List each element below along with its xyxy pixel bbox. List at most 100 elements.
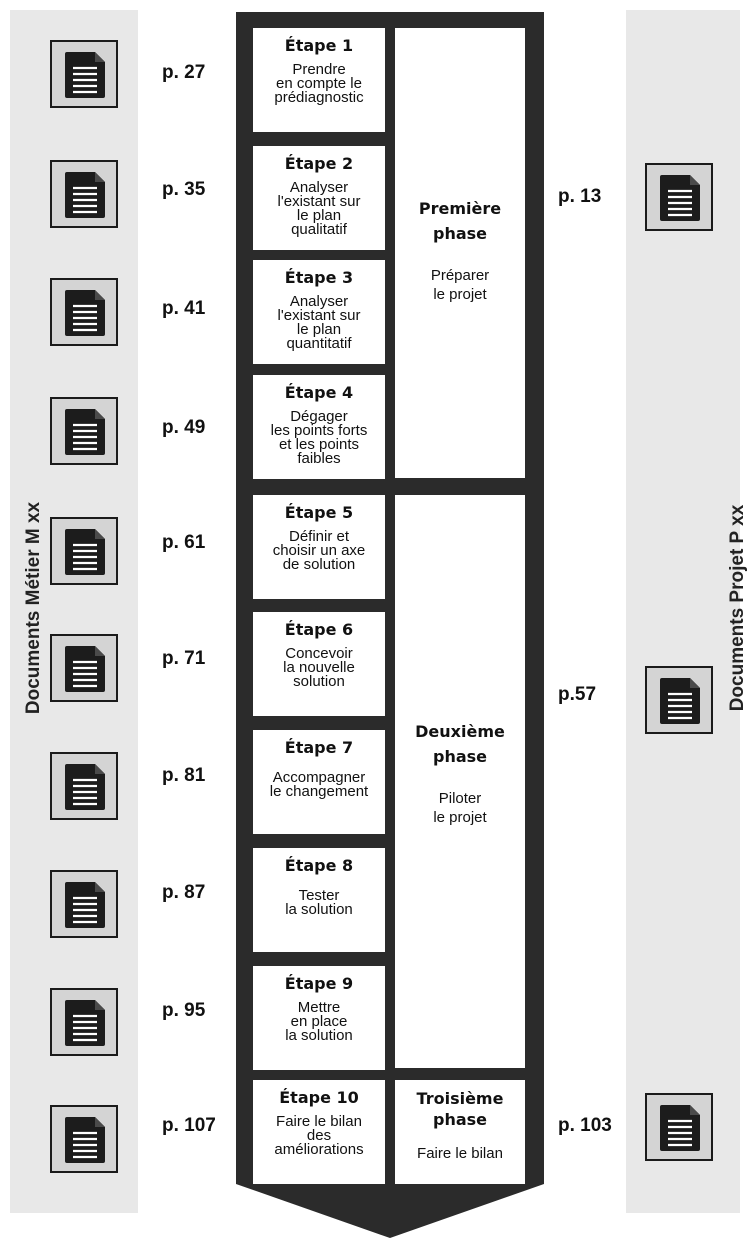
phase-3-title-line: Troisième xyxy=(416,1089,504,1108)
step-6-description-line: Concevoir xyxy=(285,645,353,662)
step-9-title: Étape 9 xyxy=(284,974,354,993)
step-3-description-line: l'existant sur xyxy=(277,307,361,324)
step-5-title: Étape 5 xyxy=(284,503,354,522)
step-2-title: Étape 2 xyxy=(284,154,354,173)
step-5-description-line: Définir et xyxy=(288,528,350,545)
step-5-page-ref: p. 61 xyxy=(162,532,206,553)
document-icon xyxy=(65,409,105,455)
document-icon-frame xyxy=(645,666,713,734)
document-icon xyxy=(660,175,700,221)
step-8-description-line: la solution xyxy=(285,901,353,918)
step-4-page-ref: p. 49 xyxy=(162,417,206,438)
step-4-description-line: faibles xyxy=(297,450,341,467)
step-1-page-ref: p. 27 xyxy=(162,62,206,83)
step-9-description-line: en place xyxy=(290,1013,348,1030)
step-2-description-line: Analyser xyxy=(289,179,349,196)
step-10-title: Étape 10 xyxy=(279,1088,359,1107)
phase-2-description-line: Piloter xyxy=(438,790,482,807)
step-5-description-line: choisir un axe xyxy=(272,542,366,559)
step-1-description-line: en compte le xyxy=(276,75,362,92)
phase-1-description-line: le projet xyxy=(433,286,487,303)
document-icon-frame xyxy=(50,870,118,938)
document-icon-frame xyxy=(50,1105,118,1173)
document-icon-frame xyxy=(50,988,118,1056)
step-3-description-line: Analyser xyxy=(289,293,349,310)
step-2-description-line: le plan xyxy=(296,207,342,224)
step-3-description-line: le plan xyxy=(296,321,342,338)
phase-2-description-line: le projet xyxy=(433,809,487,826)
step-7-page-ref: p. 81 xyxy=(162,765,206,786)
document-icon xyxy=(660,1105,700,1151)
step-4-description-line: et les points xyxy=(278,436,360,453)
step-6-title: Étape 6 xyxy=(284,620,354,639)
step-6-description-line: la nouvelle xyxy=(283,659,355,676)
document-icon-frame xyxy=(50,160,118,228)
step-9-description-line: la solution xyxy=(285,1027,353,1044)
step-5-description-line: de solution xyxy=(282,556,356,573)
document-icon-frame xyxy=(50,517,118,585)
right-band-label: Documents Projet P xx xyxy=(727,504,748,712)
step-4-title: Étape 4 xyxy=(284,383,354,402)
phase-3-title-line: phase xyxy=(432,1110,487,1129)
document-icon-frame xyxy=(645,163,713,231)
phase-1-title-line: phase xyxy=(432,224,487,243)
phase-3-title: Troisième phase xyxy=(395,1088,525,1130)
step-10-description-line: Faire le bilan xyxy=(276,1113,362,1130)
phase-2-description: Piloter le projet xyxy=(395,789,525,827)
step-8-description-line: Tester xyxy=(298,887,340,904)
document-icon-frame xyxy=(50,278,118,346)
step-1-title: Étape 1 xyxy=(284,36,354,55)
document-icon-frame xyxy=(50,397,118,465)
document-icon xyxy=(65,1000,105,1046)
step-1-description-line: prédiagnostic xyxy=(274,89,364,106)
step-4-description-line: Dégager xyxy=(290,408,348,425)
left-band-label: Documents Métier M xx xyxy=(23,501,44,715)
phase-1-page-ref: p. 13 xyxy=(558,186,602,207)
document-icon-frame xyxy=(50,634,118,702)
step-10-page-ref: p. 107 xyxy=(162,1115,216,1136)
step-2-page-ref: p. 35 xyxy=(162,179,206,200)
document-icon xyxy=(65,1117,105,1163)
phase-1-description-line: Préparer xyxy=(430,267,490,284)
phase-1-description: Préparer le projet xyxy=(395,266,525,304)
step-4-description-line: les points forts xyxy=(270,422,368,439)
step-7-description-line: Accompagner xyxy=(272,769,366,786)
step-6-page-ref: p. 71 xyxy=(162,648,206,669)
step-8-title: Étape 8 xyxy=(284,856,354,875)
document-icon xyxy=(65,52,105,98)
step-10-description-line: améliorations xyxy=(274,1141,364,1158)
step-6-description-line: solution xyxy=(293,673,345,690)
document-icon xyxy=(660,678,700,724)
step-3-title: Étape 3 xyxy=(284,268,354,287)
document-icon xyxy=(65,646,105,692)
phase-3-description-line: Faire le bilan xyxy=(417,1145,503,1162)
step-9-page-ref: p. 95 xyxy=(162,1000,206,1021)
step-9-description-line: Mettre xyxy=(297,999,341,1016)
document-icon xyxy=(65,172,105,218)
phase-2-title-line: Deuxième xyxy=(415,722,505,741)
step-3-description-line: quantitatif xyxy=(286,335,352,352)
